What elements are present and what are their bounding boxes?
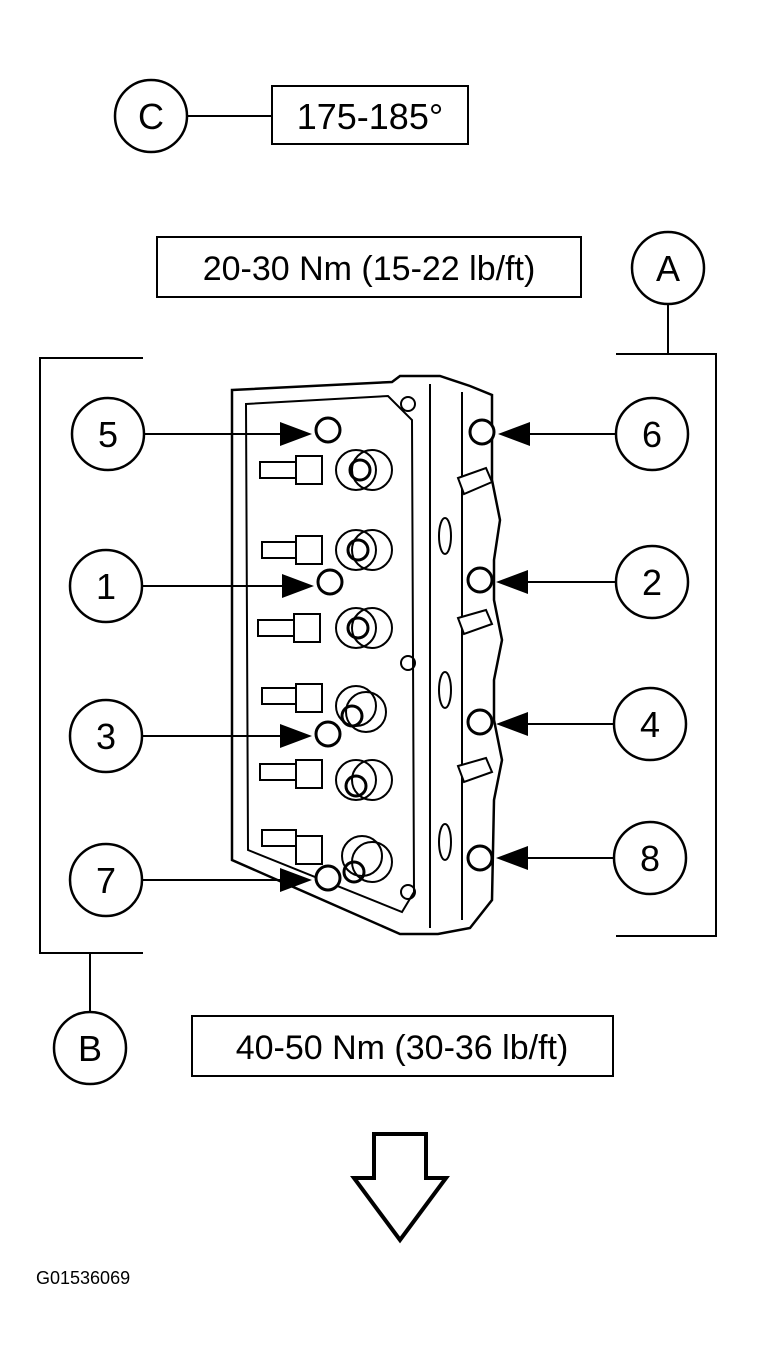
- bolt-6: [468, 418, 496, 446]
- sequence-callout-4: 4: [496, 686, 688, 762]
- bolt-8: [466, 844, 494, 872]
- callout-c-letter: C: [138, 96, 164, 137]
- angle-value: 175-185°: [297, 96, 444, 137]
- figure-reference-id: G01536069: [36, 1268, 131, 1288]
- torque-large-value: 40-50 Nm (30-36 lb/ft): [236, 1029, 569, 1067]
- sequence-callout-2: 2: [496, 544, 690, 620]
- bolt-4: [466, 708, 494, 736]
- bolt-7: [314, 864, 342, 892]
- spark-plugs: [456, 466, 494, 784]
- passage-2: [438, 671, 452, 709]
- callout-a-letter: A: [656, 248, 680, 289]
- callout-b-circle: [52, 1010, 128, 1086]
- sequence-label-7: 7: [96, 860, 116, 901]
- sequence-callout-7: 7: [68, 842, 312, 918]
- front-direction-arrow-icon: [350, 1132, 450, 1244]
- arrow-head: [496, 570, 528, 594]
- angle-value-box: [271, 85, 469, 145]
- arrow-head: [282, 574, 314, 598]
- sequence-callout-8: 8: [496, 820, 688, 896]
- sequence-label-6: 6: [642, 414, 662, 455]
- sequence-callout-5: 5: [70, 396, 312, 472]
- spark-plug-3: [456, 756, 494, 784]
- sequence-label-1: 1: [96, 566, 116, 607]
- valve-row-6: [261, 829, 393, 884]
- valve-row-5: [259, 759, 393, 801]
- arrow-head: [498, 422, 530, 446]
- head-bolts-left: [314, 416, 344, 892]
- spark-plug-1: [456, 466, 494, 496]
- sequence-label-8: 8: [640, 838, 660, 879]
- bolt-1: [316, 568, 344, 596]
- bolt-2: [466, 566, 494, 594]
- gasket-line: [244, 394, 416, 914]
- torque-large-callout: B 40-50 Nm (30-36 lb/ft): [39, 357, 614, 1086]
- arrow-head: [280, 724, 312, 748]
- sequence-callout-6: 6: [498, 396, 690, 472]
- dowel-mid: [400, 655, 416, 671]
- torque-small-value: 20-30 Nm (15-22 lb/ft): [203, 250, 536, 288]
- sequence-callout-3: 3: [68, 698, 312, 774]
- dowel-top: [400, 396, 416, 412]
- bolt-3: [314, 720, 342, 748]
- head-outline: [230, 374, 504, 936]
- angle-callout: C 175-185°: [113, 78, 469, 154]
- sequence-label-4: 4: [640, 704, 660, 745]
- callout-b-letter: B: [78, 1028, 102, 1069]
- sequence-callouts-right: 6 2 4 8: [496, 396, 690, 896]
- torque-small-callout: 20-30 Nm (15-22 lb/ft) A: [156, 230, 717, 937]
- spark-plug-2: [456, 608, 494, 636]
- valve-train: [257, 449, 393, 884]
- arrow-head: [280, 868, 312, 892]
- valve-row-4: [261, 683, 387, 733]
- sequence-label-3: 3: [96, 716, 116, 757]
- valve-row-2: [261, 529, 393, 571]
- passage-1: [438, 517, 452, 555]
- valve-row-3: [257, 607, 393, 649]
- cylinder-head-drawing: [230, 374, 504, 936]
- bolt-5: [314, 416, 342, 444]
- torque-large-box: [191, 1015, 614, 1077]
- sequence-callout-1: 1: [68, 548, 314, 624]
- sequence-label-5: 5: [98, 414, 118, 455]
- arrow-head: [496, 712, 528, 736]
- sequence-label-2: 2: [642, 562, 662, 603]
- head-bolts-right: [466, 418, 496, 872]
- left-bracket: [39, 357, 143, 954]
- valve-row-1: [259, 449, 393, 491]
- torque-small-box: [156, 236, 582, 298]
- sequence-callouts-left: 5 1 3 7: [68, 396, 314, 918]
- passage-3: [438, 823, 452, 861]
- arrow-head: [496, 846, 528, 870]
- arrow-head: [280, 422, 312, 446]
- dowel-bottom: [400, 884, 416, 900]
- right-bracket: [616, 353, 717, 937]
